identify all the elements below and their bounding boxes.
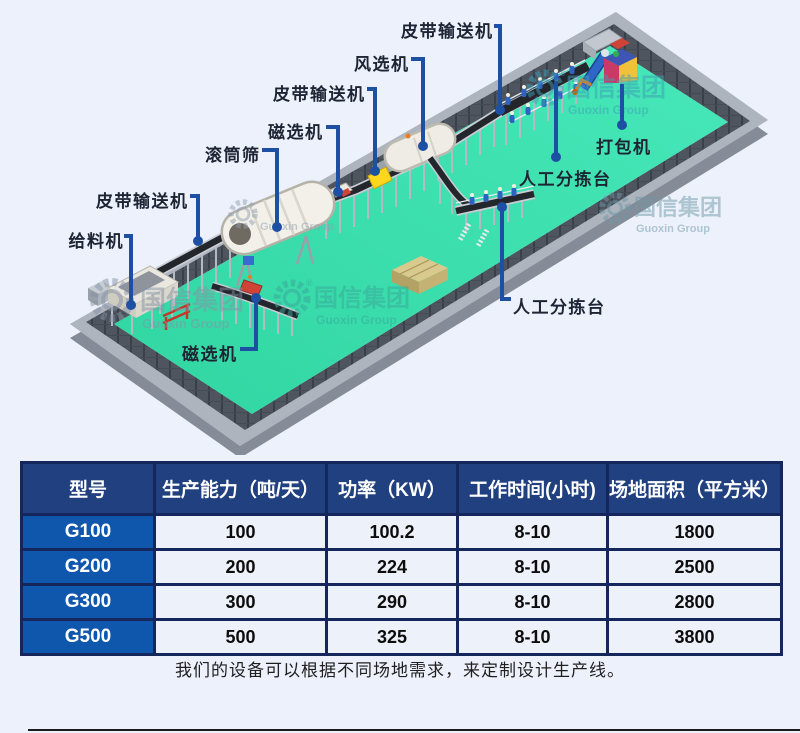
cell-capacity: 300	[153, 583, 328, 621]
caption-text: 我们的设备可以根据不同场地需求，来定制设计生产线。	[175, 661, 625, 680]
leader-magnet-upper	[326, 125, 340, 189]
cell-hours: 8-10	[456, 618, 609, 656]
label-sorting-platform-2: 人工分拣台	[513, 298, 606, 317]
cell-power: 224	[325, 548, 459, 586]
branch-conveyor-legs	[439, 180, 523, 232]
svg-text:Guoxin Group: Guoxin Group	[316, 313, 397, 327]
svg-text:国信集团: 国信集团	[566, 73, 666, 102]
cell-model: G200	[20, 548, 156, 586]
plant-illustration: 国信集团 Guoxin Group 国信集团 Guoxin Group ® 国信…	[70, 12, 768, 455]
sorting-platform-2	[454, 184, 536, 248]
label-belt-conveyor-top: 皮带输送机	[401, 22, 494, 41]
col-header-area: 场地面积（平方米）	[606, 461, 783, 516]
label-belt-conveyor-left: 皮带输送机	[96, 192, 189, 211]
watermark-logo: 国信集团 Guoxin Group	[599, 192, 722, 235]
cell-capacity: 100	[153, 513, 328, 551]
red-support-frame	[162, 302, 191, 330]
label-magnetic-separator-bottom: 磁选机	[182, 345, 238, 364]
pallet-stack	[392, 256, 448, 294]
callout-leaders	[124, 24, 624, 351]
col-header-power: 功率（KW）	[325, 461, 459, 516]
svg-text:国信集团: 国信集团	[314, 284, 410, 312]
svg-text:Guoxin Group: Guoxin Group	[636, 223, 710, 235]
leader-sorting-2	[500, 207, 511, 301]
label-air-separator: 风选机	[354, 55, 410, 74]
cell-power: 325	[325, 618, 459, 656]
cell-area: 2800	[606, 583, 783, 621]
cell-area: 1800	[606, 513, 783, 551]
svg-text:®: ®	[306, 278, 313, 288]
cell-capacity: 200	[153, 548, 328, 586]
col-header-hours: 工作时间(小时)	[456, 461, 609, 516]
cell-power: 290	[325, 583, 459, 621]
svg-text:国信集团: 国信集团	[634, 195, 722, 220]
svg-text:Guoxin Group: Guoxin Group	[568, 103, 649, 117]
svg-text:®: ®	[559, 68, 566, 78]
label-magnetic-separator-upper: 磁选机	[268, 123, 324, 142]
table-row: G300 300 290 8-10 2800	[20, 583, 783, 621]
leader-belt-left	[190, 194, 200, 238]
cell-model: G500	[20, 618, 156, 656]
label-drum-screen: 滚筒筛	[205, 146, 261, 165]
leader-belt-top	[494, 24, 502, 107]
curve-conveyor-legs	[221, 292, 293, 336]
svg-text:国信集团: 国信集团	[140, 285, 244, 315]
label-baler: 打包机	[596, 138, 652, 157]
watermark-logo: 国信集团 Guoxin Group ®	[526, 68, 666, 117]
leader-belt-mid	[367, 87, 377, 168]
table-header-row: 型号 生产能力（吨/天） 功率（KW） 工作时间(小时) 场地面积（平方米）	[20, 461, 783, 516]
cell-model: G100	[20, 513, 156, 551]
table-row: G100 100 100.2 8-10 1800	[20, 513, 783, 551]
cell-hours: 8-10	[456, 548, 609, 586]
svg-text:Guoxin Group: Guoxin Group	[142, 316, 229, 331]
bottom-divider	[28, 729, 800, 731]
svg-text:Guoxin Group: Guoxin Group	[260, 221, 334, 233]
col-header-capacity: 生产能力（吨/天）	[153, 461, 328, 516]
table-row: G200 200 224 8-10 2500	[20, 548, 783, 586]
spec-table: 型号 生产能力（吨/天） 功率（KW） 工作时间(小时) 场地面积（平方米） G…	[20, 461, 783, 656]
cell-area: 3800	[606, 618, 783, 656]
cell-model: G300	[20, 583, 156, 621]
label-sorting-platform-1: 人工分拣台	[519, 170, 612, 189]
leader-drum-screen	[262, 148, 279, 224]
cell-hours: 8-10	[456, 583, 609, 621]
col-header-model: 型号	[20, 461, 156, 516]
branch-conveyor	[426, 155, 471, 209]
cell-hours: 8-10	[456, 513, 609, 551]
leader-air-separator	[411, 57, 425, 143]
leader-magnet-bottom	[240, 301, 258, 351]
label-belt-conveyor-mid: 皮带输送机	[273, 85, 366, 104]
leader-feeder	[124, 234, 133, 302]
table-row: G500 500 325 8-10 3800	[20, 618, 783, 656]
baler-machine	[572, 28, 637, 95]
label-feeder: 给料机	[68, 232, 124, 251]
cell-capacity: 500	[153, 618, 328, 656]
cell-power: 100.2	[325, 513, 459, 551]
hall-floor	[114, 46, 728, 414]
callout-dots	[126, 105, 627, 310]
watermark-logo: 国信集团 Guoxin Group ®	[273, 278, 410, 327]
cell-area: 2500	[606, 548, 783, 586]
